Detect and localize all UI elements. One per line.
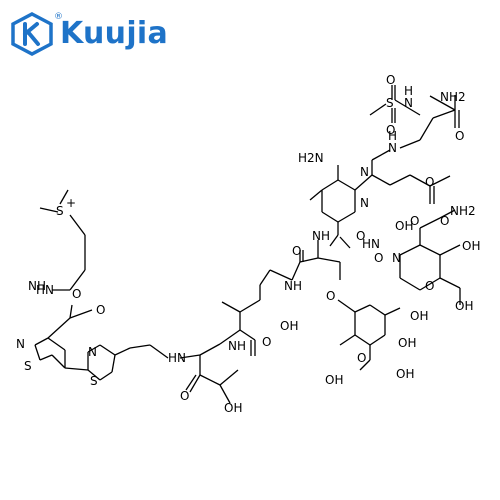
label-n-thz2: N [88,345,97,359]
atom-labels: NH2 O S O O H N H N H2N N N O NH2 NH O O… [16,73,480,415]
label-o-amide1: O [425,175,434,189]
label-oh8: OH [396,367,414,381]
label-n-pyr1: N [360,165,369,179]
label-o-ring1: O [425,279,434,293]
label-s-sulfonium: S [56,204,64,218]
label-o-amide2: O [292,244,301,258]
label-s-sulfonyl: S [386,96,394,110]
label-n-sulf: N [404,96,413,110]
label-o-amide4: O [180,389,189,403]
label-o-link: O [374,251,383,265]
label-oh7: OH [325,373,343,387]
label-h-sulf: H [404,84,413,98]
label-n-pyr2: N [360,196,369,210]
label-o-amide5: O [72,287,81,301]
label-nh2-top: NH2 [440,90,466,104]
label-o-link2: O [326,289,335,303]
label-o-thz-amide: O [96,303,105,317]
label-nh-chain3: NH [228,339,246,353]
label-nh2-amide1: NH2 [450,204,476,218]
brand-name: Kuujia [60,16,169,51]
label-oh2: OH [462,239,480,253]
label-nh-ethyl: NH [28,279,46,293]
label-n-amine: N [388,141,397,155]
molecule-bonds [34,85,461,404]
label-oh4: OH [280,319,298,333]
label-o-carbam: O [410,214,419,228]
label-o-carb1: O [356,229,365,243]
label-nh-chain1: NH [312,229,330,243]
label-oh5: OH [410,309,428,323]
label-n-thz1: N [16,337,25,351]
label-o-ring2: O [357,351,366,365]
label-oh9: OH [224,401,242,415]
label-oh1: OH [395,219,413,233]
label-s-thz1: S [24,359,32,373]
label-h2n-pyr: H2N [298,151,324,165]
label-hn-imid: HN [362,237,380,251]
label-o-amide3: O [262,335,271,349]
label-h-amine: H [388,129,397,143]
label-o-sulf2: O [386,123,395,137]
label-n-imid: N [392,251,401,265]
label-o-top: O [455,129,464,143]
label-s-plus: + [66,196,76,210]
label-nh-chain2: NH [284,279,302,293]
kuujia-logo-icon [11,12,53,56]
label-o-sulf1: O [386,73,395,87]
label-hn-chain4: HN [168,351,186,365]
label-oh6: OH [398,336,416,350]
label-s-thz2: S [90,374,98,388]
label-o-carbam2: O [440,214,449,228]
label-oh3: OH [455,299,473,313]
label-hn-thz: HN [36,283,54,297]
registered-mark: ® [54,12,63,22]
